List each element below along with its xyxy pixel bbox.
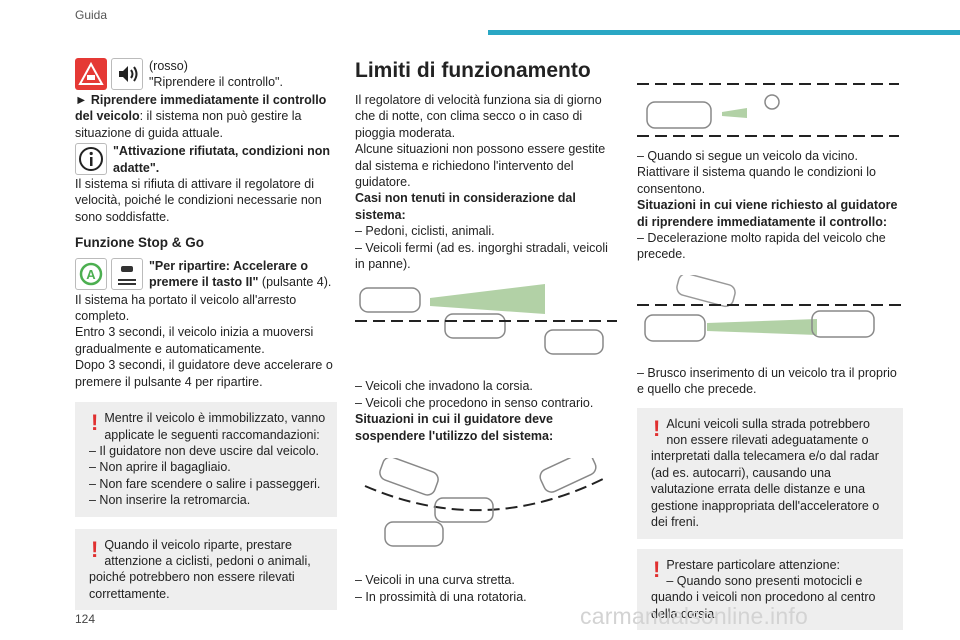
stop-go-icons: A <box>75 257 143 290</box>
stop-go-text-2: Entro 3 secondi, il veicolo inizia a muo… <box>75 325 314 356</box>
stop-go-text-3: Dopo 3 secondi, il guidatore deve accele… <box>75 358 333 389</box>
warning-exclamation-icon: ! <box>91 410 99 436</box>
cut-in-illustration <box>637 274 903 342</box>
warning-item: – Il guidatore non deve uscire dal veico… <box>89 443 320 458</box>
list-item: – Veicoli che invadono la corsia. <box>355 379 533 394</box>
activation-refused-message: "Attivazione rifiutata, condizioni non a… <box>113 144 331 175</box>
vehicle-distance-icon <box>111 257 143 290</box>
alert-icons <box>75 58 143 90</box>
take-control-heading: Situazioni in cui viene richiesto al gui… <box>637 198 898 229</box>
stop-go-block: A "Per ripartire: Accelerare o premere i… <box>75 257 337 390</box>
info-icon <box>75 143 107 176</box>
list-item: – In prossimità di una rotatoria. <box>355 589 527 604</box>
limits-text-1: Il regolatore di velocità funziona sia d… <box>355 93 602 140</box>
list-item: – Quando si segue un veicolo da vicino. <box>637 149 858 163</box>
section-title-limits: Limiti di funzionamento <box>355 59 591 82</box>
warning-restart-text: Quando il veicolo riparte, prestare atte… <box>89 537 311 601</box>
warning-box-restart: ! Quando il veicolo riparte, prestare at… <box>75 528 337 611</box>
take-control-rest: : il sistema non può gestire la situazio… <box>75 109 302 140</box>
header-accent-bar <box>488 30 960 35</box>
alert-color-text: (rosso) <box>149 59 188 73</box>
warning-box-immobilized: ! Mentre il veicolo è immobilizzato, van… <box>75 402 337 517</box>
left-column: (rosso) "Riprendere il controllo". ► Rip… <box>75 58 337 611</box>
activation-refused-block: "Attivazione rifiutata, condizioni non a… <box>75 143 337 225</box>
not-considered-heading: Casi non tenuti in considerazione dal si… <box>355 191 576 222</box>
stop-go-text-1: Il sistema ha portato il veicolo all'arr… <box>75 292 297 324</box>
warning-exclamation-icon: ! <box>91 536 99 562</box>
warning-exclamation-icon: ! <box>653 415 661 441</box>
warning-box-detection: ! Alcuni veicoli sulla strada potrebbero… <box>637 407 903 539</box>
warning-item: – Non aprire il bagagliaio. <box>89 460 231 475</box>
page-number: 124 <box>75 612 96 626</box>
lane-invasion-illustration <box>355 284 617 356</box>
restart-message-rest: (pulsante 4). <box>258 275 332 290</box>
restart-message: "Per ripartire: Accelerare o premere il … <box>149 258 309 290</box>
reactivate-text: Riattivare il sistema quando le condizio… <box>637 165 877 196</box>
alert-message: "Riprendere il controllo". <box>149 75 283 90</box>
warning-intro: Mentre il veicolo è immobilizzato, vanno… <box>104 411 326 442</box>
list-item: – Veicoli che procedono in senso contrar… <box>355 395 594 410</box>
take-control-bold: ► Riprendere immediatamente il controllo… <box>75 93 327 124</box>
limits-text-2: Alcune situazioni non possono essere ges… <box>355 142 606 190</box>
warning-exclamation-icon: ! <box>653 556 661 582</box>
list-item: – Veicoli fermi (ad es. ingorghi stradal… <box>355 240 608 272</box>
warning-item: – Non fare scendere o salire i passegger… <box>89 476 321 491</box>
header-title: Guida <box>75 8 108 22</box>
middle-column: Limiti di funzionamento Il regolatore di… <box>355 58 620 605</box>
curve-illustration <box>364 458 606 547</box>
take-control-paragraph: ► Riprendere immediatamente il controllo… <box>75 92 337 141</box>
list-item: – Brusco inserimento di un veicolo tra i… <box>637 365 897 397</box>
svg-text:A: A <box>86 267 96 282</box>
warning-attention-title: Prestare particolare attenzione: <box>666 557 841 572</box>
warning-attention-text: – Quando sono presenti motocicli e quand… <box>651 573 876 621</box>
section-title-stop-go: Funzione Stop & Go <box>75 235 204 251</box>
list-item: – Veicoli in una curva stretta. <box>355 573 515 588</box>
speaker-icon <box>111 58 143 90</box>
warning-detection-text: Alcuni veicoli sulla strada potrebbero n… <box>651 416 880 530</box>
list-item: – Decelerazione molto rapida del veicolo… <box>637 231 886 262</box>
watermark: carmanualsonline.info <box>580 603 808 629</box>
warning-item: – Non inserire la retromarcia. <box>89 493 251 508</box>
red-car-alert-icon <box>75 58 107 90</box>
close-following-illustration <box>637 83 899 137</box>
list-item: – Pedoni, ciclisti, animali. <box>355 224 495 239</box>
suspend-use-heading: Situazioni in cui il guidatore deve sosp… <box>355 412 554 443</box>
activation-refused-text: Il sistema si rifiuta di attivare il reg… <box>75 177 322 224</box>
warning-box-attention: ! Prestare particolare attenzione: – Qua… <box>637 548 903 631</box>
right-column: – Quando si segue un veicolo da vicino. … <box>625 78 903 631</box>
auto-restart-icon: A <box>75 257 107 290</box>
